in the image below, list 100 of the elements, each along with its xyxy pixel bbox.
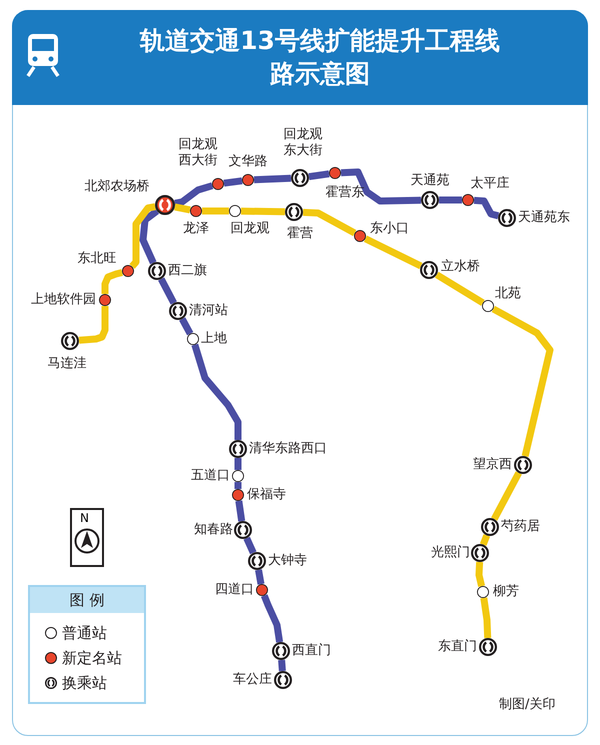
metro-line-segment <box>223 177 243 187</box>
metro-line-segment <box>158 277 177 305</box>
legend-label: 换乘站 <box>62 674 107 692</box>
renamed-station-marker <box>354 230 366 242</box>
metro-line-segment <box>474 196 500 220</box>
interchange-station-marker <box>61 332 79 350</box>
metro-line-segment <box>174 182 214 207</box>
station-marker <box>232 470 244 482</box>
station-name: 东北旺 <box>78 251 116 267</box>
metro-line-segment <box>434 272 485 306</box>
station-name: 望京西 <box>473 457 512 473</box>
interchange-station-marker <box>148 262 166 280</box>
metro-line-segment <box>278 660 286 672</box>
interchange-station-marker <box>471 544 489 562</box>
metro-line-segment <box>302 208 356 236</box>
station-name: 霍营 <box>287 226 313 242</box>
metro-line-segment <box>260 594 284 643</box>
metro-line-segment <box>234 458 242 470</box>
station-name: 北苑 <box>495 286 521 302</box>
metro-line-segment <box>491 471 522 521</box>
renamed-station-marker <box>99 294 111 306</box>
station-marker <box>482 300 494 312</box>
metro-line-segment <box>102 269 124 294</box>
legend-header: 图 例 <box>30 587 144 613</box>
interchange-station-marker <box>291 169 309 187</box>
metro-line-segment <box>202 208 229 214</box>
legend-label: 普通站 <box>62 624 107 642</box>
interchange-station-marker <box>421 191 439 209</box>
interchange-station-marker <box>248 552 266 570</box>
metro-line-segment <box>240 208 286 216</box>
interchange-station-marker <box>272 642 290 660</box>
station-marker <box>187 333 199 345</box>
metro-line-segment <box>244 536 256 554</box>
station-name: 知春路 <box>194 522 233 538</box>
renamed-station-marker <box>462 194 474 206</box>
station-name: 清河站 <box>189 303 228 319</box>
renamed-station-marker <box>122 265 134 277</box>
station-name: 保福寺 <box>247 487 286 503</box>
station-name: 光熙门 <box>431 545 470 561</box>
station-marker <box>229 205 241 217</box>
interchange-station-marker <box>498 209 516 227</box>
station-name: 芍药居 <box>501 519 540 535</box>
interchange-station-marker <box>479 638 497 656</box>
station-name: 回龙观西大街 <box>178 137 218 169</box>
station-name: 上地软件园 <box>31 292 96 308</box>
station-name: 清华东路西口 <box>249 441 327 457</box>
station-name: 东直门 <box>438 639 477 655</box>
station-name: 马连洼 <box>48 356 86 372</box>
station-name: 回龙观 <box>230 221 270 237</box>
title: 轨道交通13号线扩能提升工程线路示意图 <box>138 25 501 90</box>
station-name: 太平庄 <box>470 176 510 192</box>
metro-line-segment <box>174 203 191 214</box>
station-name: 龙泽 <box>183 221 209 237</box>
station-name: 天通苑东 <box>518 210 570 226</box>
renamed-station-marker <box>232 489 244 501</box>
station-name: 回龙观东大街 <box>282 127 324 159</box>
north-label: N <box>80 511 89 525</box>
station-name: 立水桥 <box>441 259 480 275</box>
station-name: 五道口 <box>191 468 230 484</box>
station-marker <box>477 586 489 598</box>
metro-line-segment <box>492 306 554 457</box>
station-name: 四道口 <box>215 582 254 598</box>
station-name: 柳芳 <box>493 584 519 600</box>
legend-label: 新定名站 <box>62 649 122 667</box>
metro-line-segment <box>480 534 490 546</box>
station-name: 西直门 <box>292 643 331 659</box>
metro-line-segment <box>179 317 194 336</box>
metro-line-segment <box>78 306 108 344</box>
station-name: 北郊农场桥 <box>84 179 150 195</box>
interchange-station-marker <box>155 195 175 215</box>
metro-line-segment <box>308 170 330 180</box>
metro-line-segment <box>254 174 292 184</box>
interchange-station-marker <box>420 261 438 279</box>
station-name: 霍营东 <box>326 185 364 201</box>
renamed-station-marker <box>256 584 268 596</box>
metro-line-segment <box>140 208 160 264</box>
metro-line-segment <box>340 168 422 204</box>
interchange-station-marker <box>285 203 303 221</box>
renamed-station-marker <box>329 167 341 179</box>
station-name: 西二旗 <box>168 263 207 279</box>
station-name: 上地 <box>201 331 227 347</box>
renamed-station-marker <box>190 205 202 217</box>
interchange-station-marker <box>514 456 532 474</box>
metro-line-segment <box>191 344 242 440</box>
renamed-station-marker <box>212 178 224 190</box>
metro-line-segment <box>255 569 264 585</box>
interchange-station-marker <box>229 440 247 458</box>
metro-line-segment <box>439 196 462 204</box>
interchange-station-marker <box>274 671 292 689</box>
metro-line-segment <box>129 203 156 269</box>
metro-line-segment <box>235 500 246 522</box>
renamed-station-marker <box>242 174 254 186</box>
station-name: 文华路 <box>228 154 268 170</box>
station-name: 天通苑 <box>410 173 450 189</box>
station-name: 车公庄 <box>233 672 272 688</box>
station-name: 东小口 <box>370 221 409 237</box>
interchange-station-marker <box>234 521 252 539</box>
metro-line-segment <box>364 236 422 270</box>
metro-line-segment <box>476 562 485 587</box>
interchange-station-marker <box>169 302 187 320</box>
